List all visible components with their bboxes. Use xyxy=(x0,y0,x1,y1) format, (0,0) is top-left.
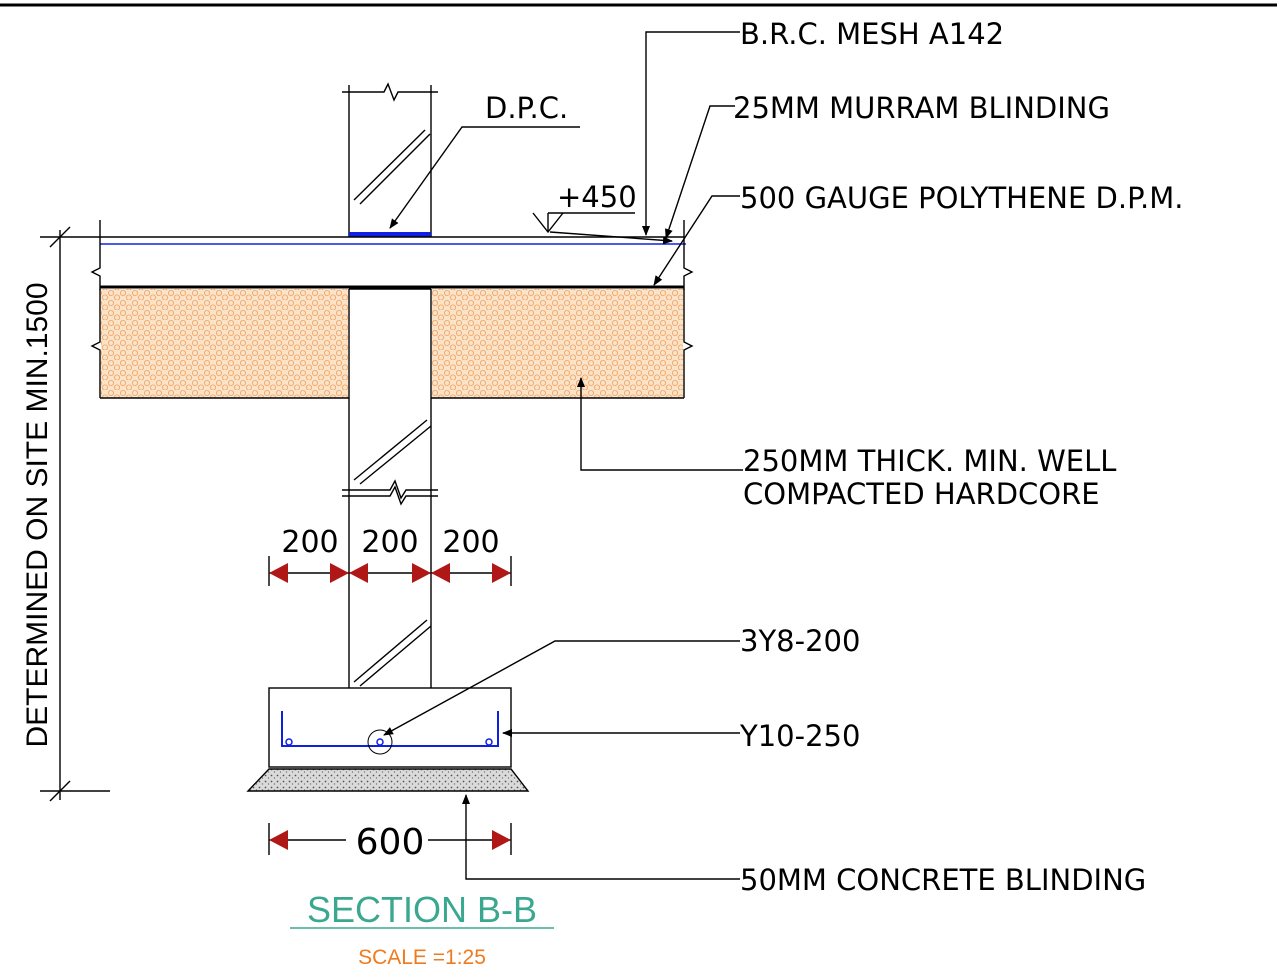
label-3y8: 3Y8-200 xyxy=(740,624,860,658)
depth-dimension xyxy=(40,226,110,802)
rebar-bar-right xyxy=(485,738,493,746)
rebar-bar-middle xyxy=(376,738,384,746)
dimension-600 xyxy=(268,823,512,855)
label-murram: 25MM MURRAM BLINDING xyxy=(733,91,1110,125)
depth-note: DETERMINED ON SITE MIN.1500 xyxy=(21,282,54,747)
strip-footing xyxy=(268,687,512,768)
dim-middle-200: 200 xyxy=(361,525,418,560)
hardcore-layer xyxy=(90,289,694,399)
scale-note: SCALE =1:25 xyxy=(358,946,486,969)
slab-break-right xyxy=(683,220,694,290)
label-level: +450 xyxy=(557,180,637,214)
rebar-bar-left xyxy=(285,738,293,746)
label-dpc: D.P.C. xyxy=(485,91,568,125)
label-hardcore-line1: 250MM THICK. MIN. WELL xyxy=(743,444,1116,478)
label-dpm: 500 GAUGE POLYTHENE D.P.M. xyxy=(740,181,1184,215)
floor-slab xyxy=(90,220,694,290)
wall-break-line xyxy=(342,82,438,102)
label-blinding: 50MM CONCRETE BLINDING xyxy=(740,863,1146,897)
wall-above-slab xyxy=(342,82,438,237)
dimension-200-row xyxy=(268,556,512,586)
slab-break-left xyxy=(90,220,101,290)
dim-left-200: 200 xyxy=(281,525,338,560)
label-brc-mesh: B.R.C. MESH A142 xyxy=(740,17,1004,51)
foundation-wall xyxy=(342,288,438,688)
leader-lines xyxy=(383,31,743,880)
rebar-callout-circle xyxy=(367,729,393,755)
dim-footing-600: 600 xyxy=(356,822,425,863)
concrete-blinding xyxy=(246,768,530,792)
rebar-y10 xyxy=(281,711,499,747)
label-y10: Y10-250 xyxy=(739,719,860,753)
label-hardcore-line2: COMPACTED HARDCORE xyxy=(743,477,1100,511)
section-title: SECTION B-B xyxy=(307,889,537,930)
dim-right-200: 200 xyxy=(442,525,499,560)
dpc-strip xyxy=(349,232,431,237)
